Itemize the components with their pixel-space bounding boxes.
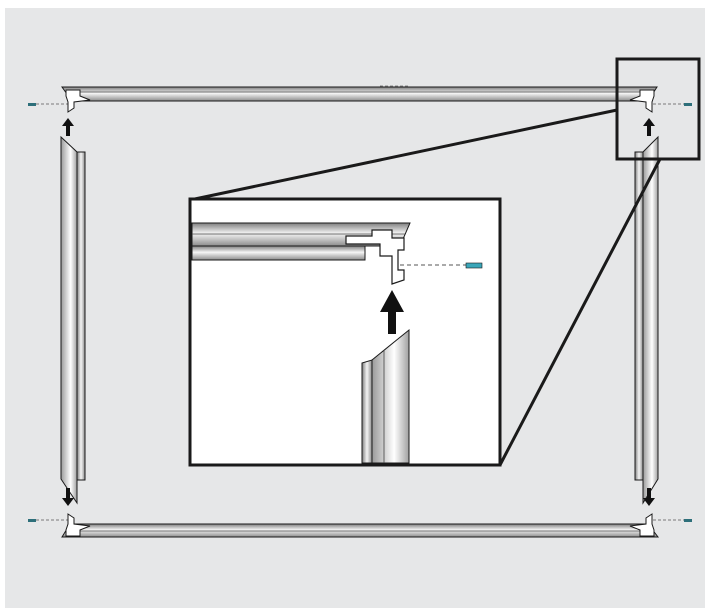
corner-detail-zoom (188, 197, 502, 467)
arrow-up-icon (380, 290, 404, 334)
arrow-down-icon (62, 488, 655, 506)
pin-icon (465, 262, 483, 269)
zoom-source-box (615, 57, 701, 161)
pin-icon (28, 103, 692, 522)
top-rail (61, 85, 658, 102)
right-rail (634, 135, 659, 505)
bottom-rail (61, 523, 660, 538)
zoom-callout (189, 57, 701, 466)
detail-corner-connector-icon (345, 229, 405, 285)
full-frame-assembly (28, 85, 692, 538)
arrow-up-icon (62, 118, 655, 136)
detail-side-rail (361, 328, 410, 464)
guide-lines (36, 103, 684, 521)
corner-connector-icon (65, 89, 655, 537)
left-rail (60, 135, 86, 505)
